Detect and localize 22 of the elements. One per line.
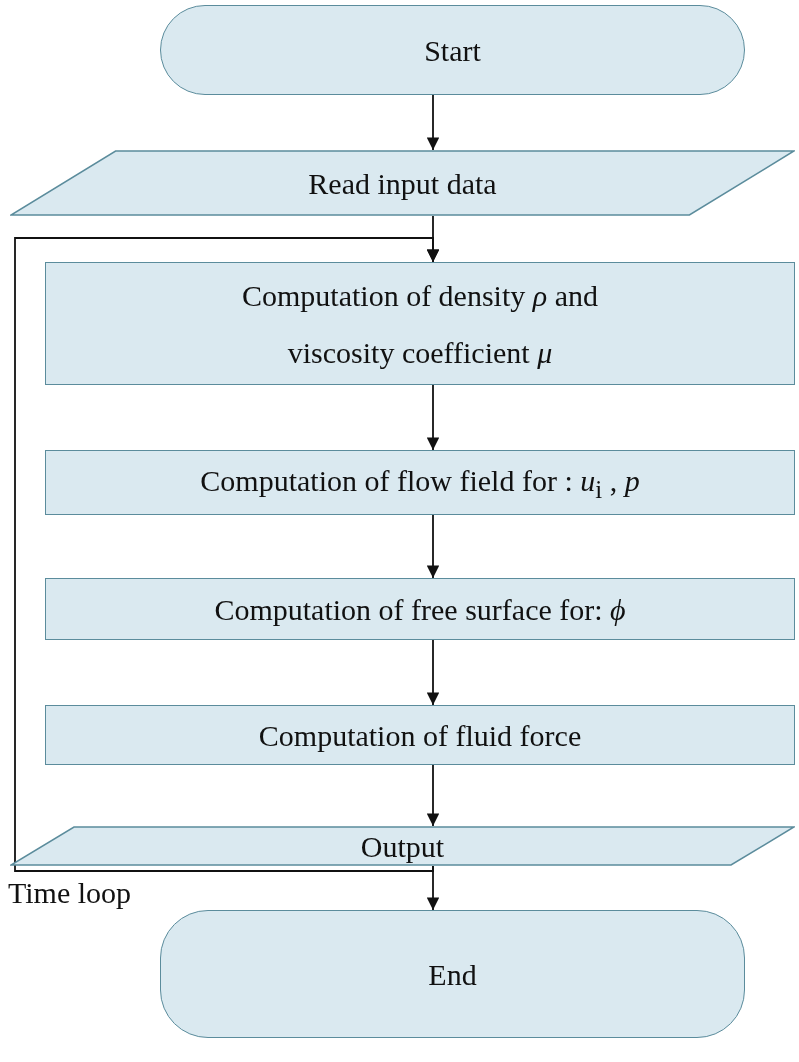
process-box (45, 450, 795, 515)
node-text: Computation of flow field for : u$_{i}$ , p (200, 462, 640, 505)
arrow (426, 384, 440, 451)
node-text: Read input data (308, 165, 497, 202)
node-text: Start (424, 32, 481, 69)
node-text: Computation of free surface for: ϕ (214, 591, 626, 628)
terminal-shape (160, 910, 745, 1038)
process-box (45, 262, 795, 385)
node-text: Output (360, 828, 445, 865)
process-box (45, 705, 795, 765)
input-output-parallelogram (10, 826, 795, 866)
node-text: Computation of fluid force (258, 717, 582, 754)
loop-label: Time loop (8, 876, 132, 910)
arrow (14, 237, 440, 872)
process-box (45, 578, 795, 640)
arrow (426, 94, 440, 151)
node-text: Computation of density ρ and viscosity coefficient μ (240, 277, 600, 371)
node-text: End (428, 956, 477, 993)
arrow (426, 514, 440, 579)
input-output-parallelogram (10, 150, 795, 216)
arrow (426, 639, 440, 706)
arrow (426, 764, 440, 827)
